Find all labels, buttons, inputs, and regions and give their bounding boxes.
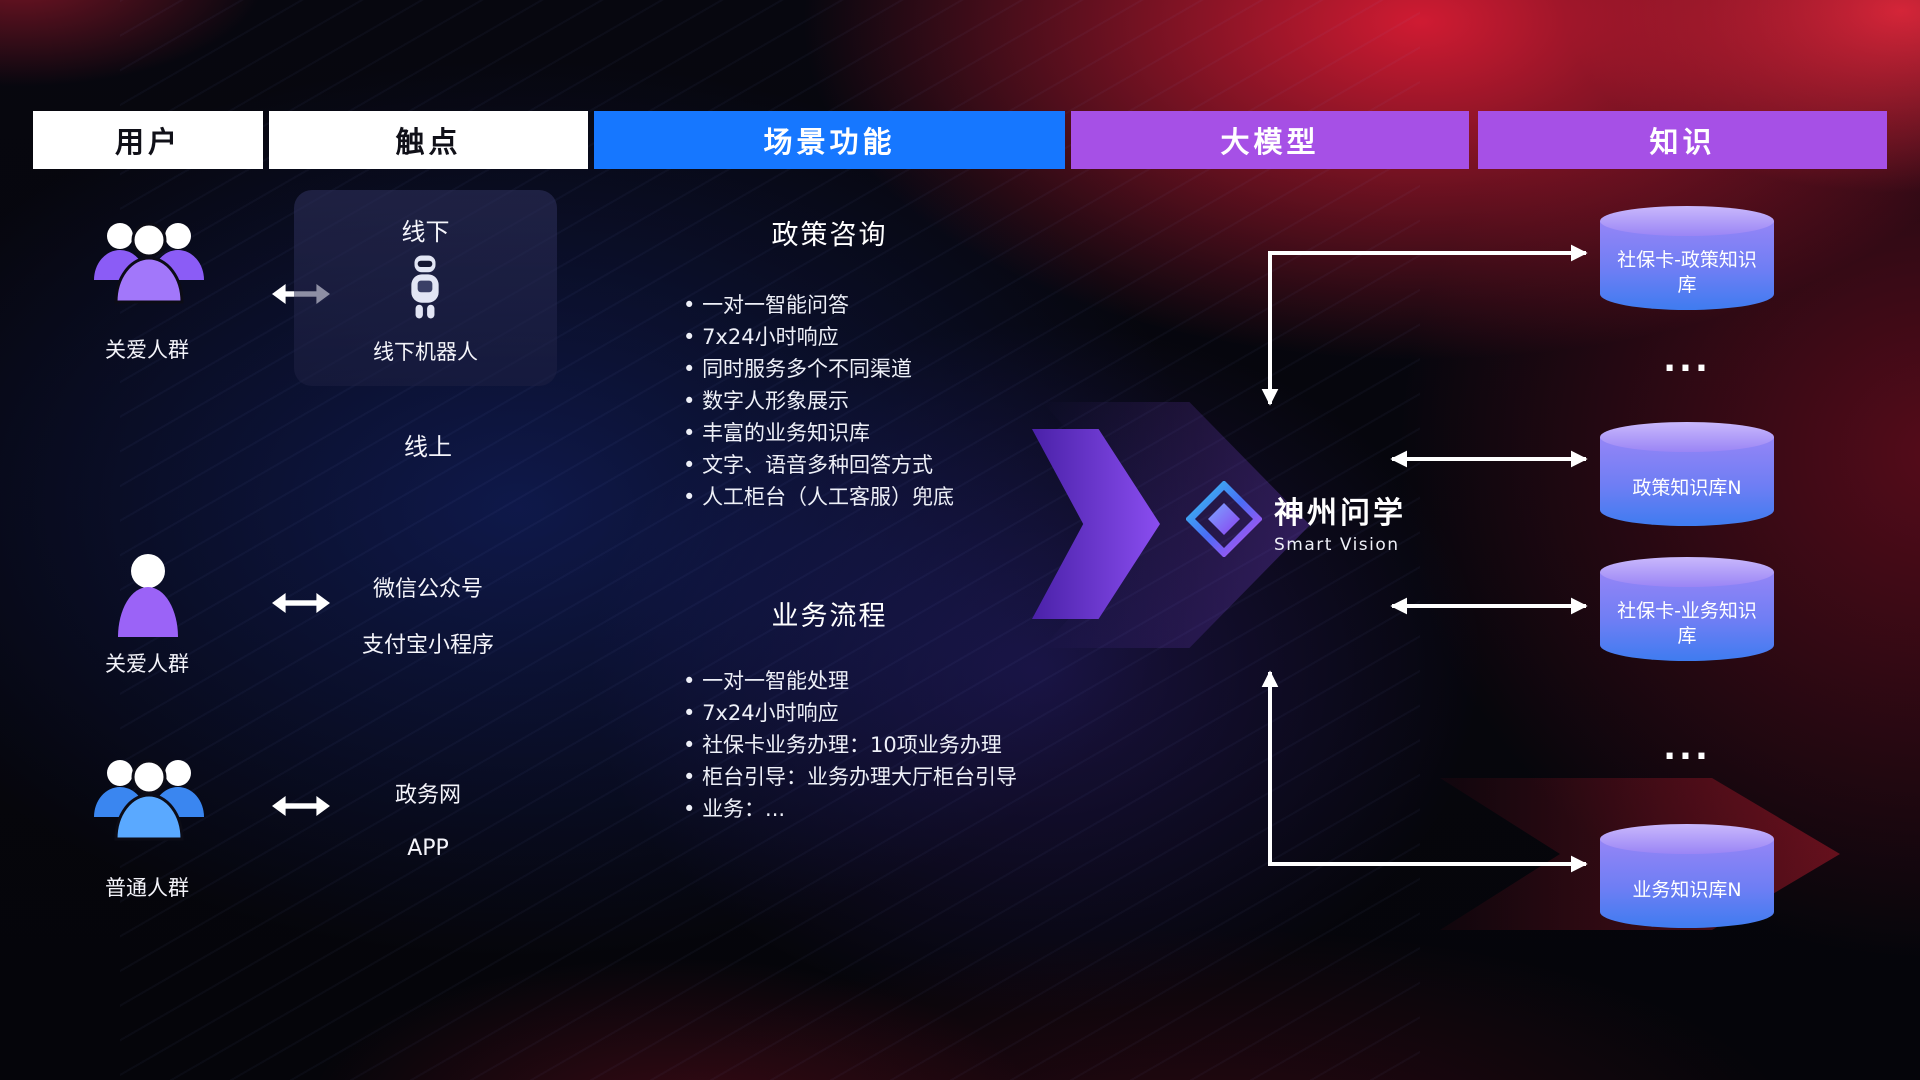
db-label: 社保卡-政策知识库 xyxy=(1617,248,1757,296)
column-header-model: 大模型 xyxy=(1071,111,1469,169)
offline-robot-label: 线下机器人 xyxy=(373,340,478,364)
bullet-item: 人工柜台（人工客服）兜底 xyxy=(683,481,954,513)
db-cylinder-business-ssc: 社保卡-业务知识库 xyxy=(1600,557,1774,661)
model-logo-diamond-icon xyxy=(1186,481,1262,557)
column-header-scenarios-label: 场景功能 xyxy=(763,125,896,159)
db-cylinder-business-n: 业务知识库N xyxy=(1600,824,1774,928)
user-label: 关爱人群 xyxy=(105,338,189,362)
bullet-item: 7x24小时响应 xyxy=(683,321,954,353)
connector-model-to-db1 xyxy=(1261,244,1588,406)
column-header-knowledge-label: 知识 xyxy=(1649,125,1716,159)
db-cylinder-policy-n: 政策知识库N xyxy=(1600,422,1774,526)
db-top xyxy=(1600,557,1774,587)
db-top xyxy=(1600,422,1774,452)
bullet-item: 同时服务多个不同渠道 xyxy=(683,353,954,385)
bullet-item: 一对一智能处理 xyxy=(683,665,1017,697)
user-group-blue-icon xyxy=(94,759,204,841)
ellipsis: ... xyxy=(1663,728,1711,768)
user-group-purple-icon xyxy=(94,222,204,304)
bullet-item: 业务：... xyxy=(683,793,1017,825)
channel-alipay: 支付宝小程序 xyxy=(361,633,494,658)
double-arrow-icon xyxy=(272,796,330,816)
db-body: 社保卡-业务知识库 xyxy=(1600,572,1774,661)
double-arrow-icon xyxy=(272,593,330,613)
column-header-model-label: 大模型 xyxy=(1220,125,1320,159)
db-label: 业务知识库N xyxy=(1632,879,1742,902)
scenario-title-business: 业务流程 xyxy=(771,601,888,632)
user-label: 关爱人群 xyxy=(105,652,189,676)
column-header-knowledge: 知识 xyxy=(1478,111,1887,169)
db-label: 社保卡-业务知识库 xyxy=(1617,599,1757,647)
ellipsis: ... xyxy=(1663,340,1711,380)
channel-gov-web: 政务网 xyxy=(394,783,461,808)
scenario-title-policy: 政策咨询 xyxy=(771,220,888,251)
column-header-users-label: 用户 xyxy=(114,125,181,159)
db-top xyxy=(1600,824,1774,854)
offline-touchpoint-card: 线下 线下机器人 xyxy=(294,190,557,386)
model-subtitle: Smart Vision xyxy=(1274,535,1400,555)
column-header-touchpoints-label: 触点 xyxy=(395,125,462,159)
bullet-item: 一对一智能问答 xyxy=(683,289,954,321)
bullet-item: 丰富的业务知识库 xyxy=(683,417,954,449)
connector-model-to-db4 xyxy=(1261,670,1588,873)
model-name: 神州问学 xyxy=(1274,496,1406,531)
scenario-business-list: 一对一智能处理 7x24小时响应 社保卡业务办理：10项业务办理 柜台引导：业务… xyxy=(683,665,1017,825)
db-top xyxy=(1600,206,1774,236)
user-single-purple-icon xyxy=(118,554,178,637)
column-header-users: 用户 xyxy=(33,111,263,169)
db-cylinder-policy-ssc: 社保卡-政策知识库 xyxy=(1600,206,1774,310)
bullet-item: 文字、语音多种回答方式 xyxy=(683,449,954,481)
channel-wechat: 微信公众号 xyxy=(372,577,483,602)
bullet-item: 柜台引导：业务办理大厅柜台引导 xyxy=(683,761,1017,793)
channel-app: APP xyxy=(407,836,449,861)
model-text-block: 神州问学 Smart Vision xyxy=(1274,488,1406,555)
online-title: 线上 xyxy=(404,433,452,461)
offline-robot-icon xyxy=(411,255,439,319)
bullet-item: 7x24小时响应 xyxy=(683,697,1017,729)
offline-title: 线下 xyxy=(401,218,450,246)
db-label: 政策知识库N xyxy=(1632,477,1742,500)
column-header-touchpoints: 触点 xyxy=(269,111,588,169)
scenario-policy-list: 一对一智能问答 7x24小时响应 同时服务多个不同渠道 数字人形象展示 丰富的业… xyxy=(683,289,954,513)
bullet-item: 数字人形象展示 xyxy=(683,385,954,417)
column-header-scenarios: 场景功能 xyxy=(594,111,1065,169)
user-label: 普通人群 xyxy=(105,876,189,900)
bullet-item: 社保卡业务办理：10项业务办理 xyxy=(683,729,1017,761)
